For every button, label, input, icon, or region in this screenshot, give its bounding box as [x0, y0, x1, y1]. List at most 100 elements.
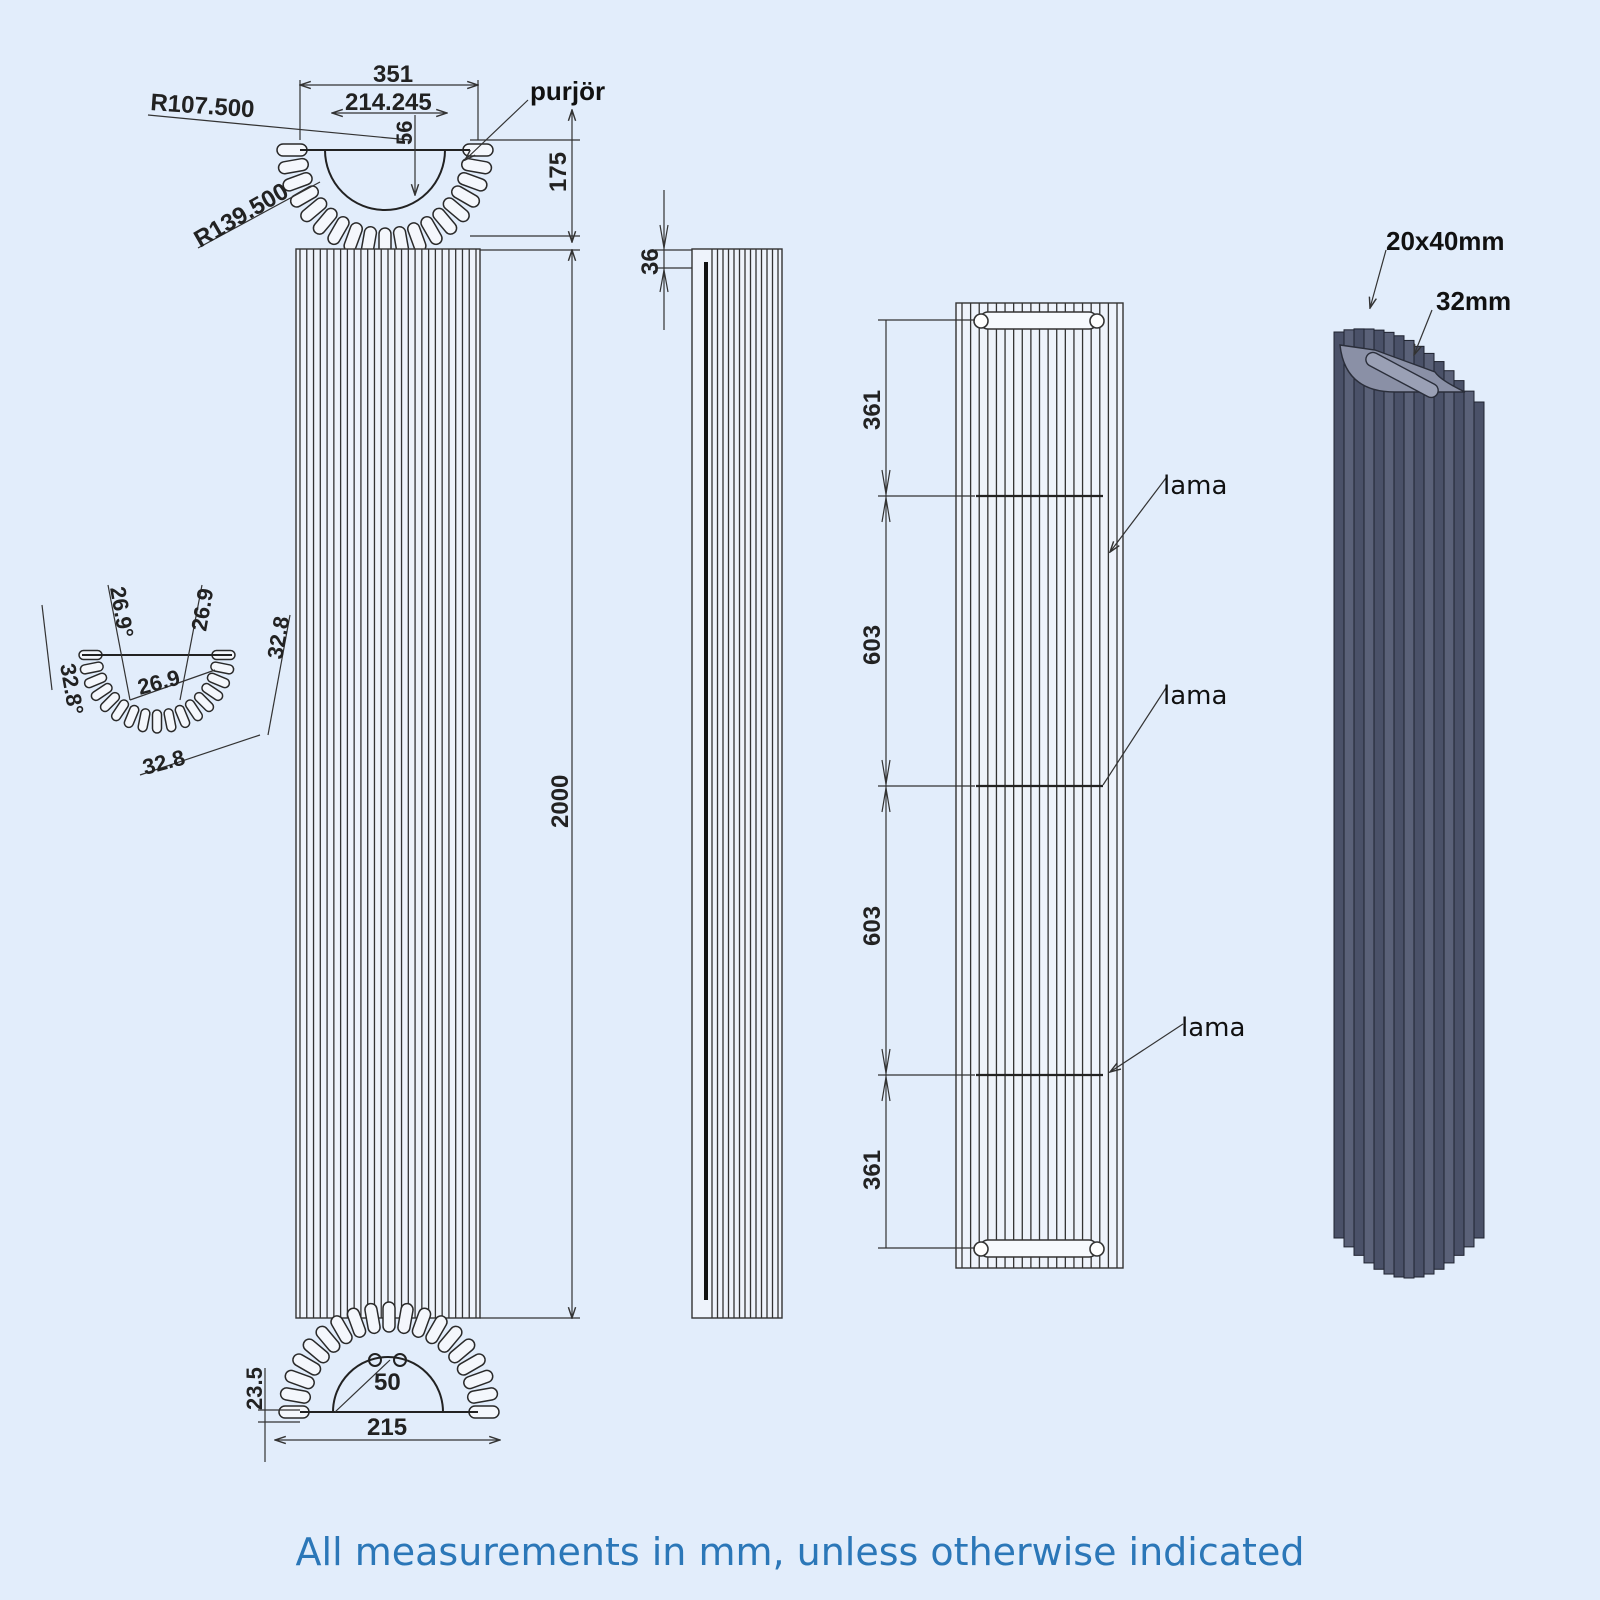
iso-slat	[1453, 380, 1465, 1256]
front-elevation-view: 2000	[295, 248, 580, 1318]
dim-269-center-label: 26.9	[135, 665, 183, 700]
fin	[411, 1307, 432, 1338]
iso-slat	[1463, 390, 1475, 1248]
leader-purjor	[465, 99, 529, 160]
spacing-603-lower-label: 603	[859, 906, 886, 946]
dim-line-50	[334, 1359, 391, 1413]
angle-a-label: 26.9°	[105, 585, 139, 640]
dim-214-label: 214.245	[345, 89, 432, 116]
bottom-section-fins	[278, 1301, 500, 1419]
dim-215-label: 215	[367, 1414, 407, 1441]
lama-callout-2: lama	[1163, 681, 1227, 711]
fin	[460, 157, 493, 175]
iso-slat	[1363, 328, 1375, 1264]
fin	[382, 1301, 396, 1333]
iso-slat	[1353, 328, 1365, 1256]
dim-arrow	[659, 224, 669, 249]
fin	[420, 215, 443, 246]
dim-2000-label: 2000	[547, 775, 574, 828]
fin	[206, 672, 231, 689]
dim-line-328-bottom	[139, 734, 261, 776]
fin	[292, 1353, 322, 1376]
fin	[442, 197, 470, 223]
left-section-view: 26.9° 26.9 32.8 26.9 32.8° 32.8	[41, 584, 294, 780]
spacing-603-upper-label: 603	[859, 625, 886, 665]
iso-slat	[1343, 329, 1355, 1248]
pipe-leader	[1414, 309, 1433, 355]
top-section-fins	[276, 143, 494, 259]
fin	[312, 207, 338, 235]
fin	[315, 1325, 341, 1353]
purjor-callout: purjör	[530, 76, 605, 106]
fin	[302, 1338, 330, 1364]
iso-view-slats	[1333, 328, 1485, 1279]
dim-56-label: 56	[392, 121, 417, 145]
fin	[83, 672, 108, 689]
bar-size-callout: 20x40mm	[1386, 226, 1505, 256]
iso-slat	[1473, 401, 1485, 1239]
fin	[174, 704, 191, 729]
pipe-end	[1089, 1241, 1105, 1257]
pipe-end	[1089, 313, 1105, 329]
lama-leader	[1102, 687, 1167, 786]
leader-r139	[197, 181, 321, 249]
angle-line	[107, 584, 131, 701]
fin	[210, 661, 235, 675]
fin	[425, 1315, 448, 1345]
fin	[300, 197, 328, 223]
fin	[456, 1353, 486, 1376]
dim-arrow	[659, 269, 669, 293]
fin	[193, 691, 215, 713]
dim-36-label: 36	[637, 248, 664, 275]
angle-line	[267, 614, 291, 736]
dim-arrows	[881, 759, 891, 813]
lama-callout-3: lama	[1181, 1013, 1245, 1043]
bar-leader	[1370, 249, 1387, 308]
fin	[151, 709, 163, 734]
fin	[79, 661, 104, 675]
bottom-section-view: 50 215 23.5	[242, 1301, 500, 1462]
fin	[330, 1315, 353, 1345]
fin	[284, 1369, 315, 1390]
fin	[364, 1302, 381, 1335]
bolt-hole	[368, 1353, 382, 1367]
lama-leader	[1110, 1023, 1184, 1072]
measurement-note: All measurements in mm, unless otherwise…	[295, 1530, 1305, 1574]
bottom-section-bracket	[332, 1356, 444, 1413]
top-section-bracket	[324, 149, 446, 211]
side-elevation-view: 36	[637, 190, 783, 1319]
iso-slat	[1373, 329, 1385, 1270]
iso-slat	[1443, 370, 1455, 1264]
iso-slat	[1403, 339, 1415, 1279]
iso-slat	[1413, 345, 1425, 1278]
front-view-slats	[299, 249, 477, 1318]
dim-351-label: 351	[373, 61, 413, 88]
dim-175-label: 175	[545, 152, 572, 192]
dim-arrows	[881, 469, 891, 523]
fin	[432, 207, 458, 235]
iso-slat	[1433, 361, 1445, 1270]
fin	[346, 1307, 367, 1338]
fin	[277, 157, 310, 175]
pipe-end	[973, 1241, 989, 1257]
rear-elevation-view: 361 603 603 361 lama lama lama	[859, 302, 1245, 1269]
fin	[279, 1387, 312, 1404]
dim-235-label: 23.5	[242, 1367, 267, 1410]
fin	[163, 708, 177, 733]
bolt-hole	[393, 1353, 407, 1367]
dim-328-bottom-label: 32.8	[140, 745, 188, 780]
side-view-slats	[711, 249, 779, 1318]
pipe-end	[973, 313, 989, 329]
spacing-361-bottom-label: 361	[859, 1150, 886, 1190]
fin	[123, 704, 140, 729]
fin	[282, 171, 313, 192]
fin	[201, 682, 224, 702]
iso-slat	[1383, 331, 1395, 1275]
pipe-size-callout: 32mm	[1436, 286, 1511, 316]
iso-slat	[1423, 352, 1435, 1275]
fin	[289, 185, 320, 208]
dim-arrows	[881, 1048, 891, 1102]
dim-50-label: 50	[374, 1369, 401, 1396]
